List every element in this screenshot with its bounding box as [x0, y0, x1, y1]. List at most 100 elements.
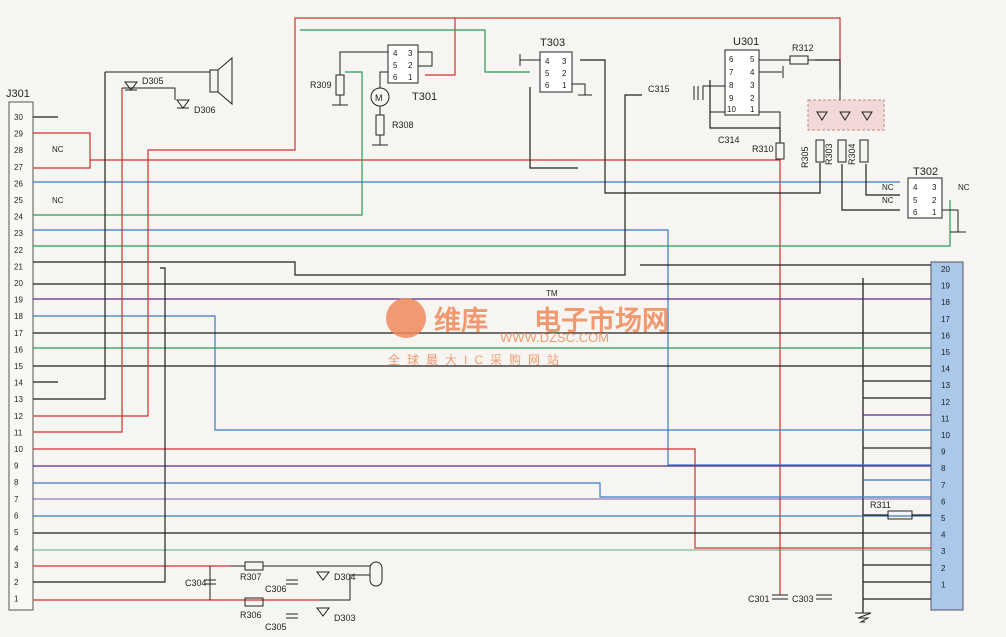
j301-pin-label: 22: [14, 246, 23, 255]
j301-pin-label: 28: [14, 146, 23, 155]
svg-text:6: 6: [913, 208, 918, 217]
svg-text:5: 5: [393, 61, 398, 70]
svg-text:1: 1: [932, 208, 937, 217]
j301-pin-label: 13: [14, 395, 23, 404]
label-d304: D304: [334, 572, 356, 582]
signal-wires: [33, 17, 951, 601]
label-c301: C301: [748, 594, 770, 604]
led-array: R305 R303 R304: [800, 90, 885, 168]
label-t303: T303: [540, 37, 565, 49]
svg-text:2: 2: [932, 196, 937, 205]
label-r309: R309: [310, 80, 332, 90]
svg-text:NC: NC: [882, 183, 894, 192]
right-pin-label: 9: [941, 448, 946, 457]
svg-text:5: 5: [545, 69, 550, 78]
right-pin-label: 2: [941, 564, 946, 573]
svg-text:4: 4: [750, 68, 755, 77]
svg-text:6: 6: [393, 73, 398, 82]
right-pin-label: 10: [941, 431, 950, 440]
j301-pin-label: 27: [14, 163, 23, 172]
j301-pin-label: 26: [14, 179, 23, 188]
j301-pin-label: 24: [14, 213, 23, 222]
j301-pin-label: 25: [14, 196, 23, 205]
j301-pin-label: 20: [14, 279, 23, 288]
right-pin-label: 17: [941, 315, 950, 324]
right-pin-label: 19: [941, 282, 950, 291]
svg-text:7: 7: [729, 68, 734, 77]
j301-pin-label: 16: [14, 345, 23, 354]
label-r311: R311: [870, 500, 891, 510]
label-r304: R304: [847, 143, 857, 165]
label-t302: T302: [913, 166, 938, 178]
svg-text:5: 5: [913, 196, 918, 205]
svg-text:3: 3: [408, 49, 413, 58]
svg-text:4: 4: [913, 183, 918, 192]
right-pin-label: 7: [941, 481, 946, 490]
label-c304: C304: [185, 578, 207, 588]
j301-pin-label: 2: [14, 578, 19, 587]
svg-text:5: 5: [750, 55, 755, 64]
speaker-icon: [209, 69, 219, 93]
diode-d305-icon: [124, 81, 138, 91]
svg-text:2: 2: [408, 61, 413, 70]
label-c314: C314: [718, 135, 740, 145]
svg-text:8: 8: [729, 81, 734, 90]
j301-pin-label: 14: [14, 379, 23, 388]
bottom-right-parts: C301 C303 R311: [748, 500, 913, 623]
watermark-url: WWW.DZSC.COM: [500, 330, 609, 345]
label-c315: C315: [648, 84, 670, 94]
svg-text:3: 3: [562, 57, 567, 66]
svg-text:6: 6: [545, 81, 550, 90]
label-d303: D303: [334, 613, 356, 623]
connector-right-body: [930, 261, 964, 611]
label-d305: D305: [142, 76, 164, 86]
diode-d306-icon: [176, 99, 190, 109]
j301-pin-label: 17: [14, 329, 23, 338]
svg-text:NC: NC: [882, 196, 894, 205]
connector-j301-body: [8, 101, 34, 611]
led-3-icon: [861, 111, 873, 121]
j301-pin-label: 8: [14, 478, 19, 487]
j301-pin-label: 23: [14, 229, 23, 238]
led-1-icon: [816, 111, 828, 121]
svg-text:1: 1: [750, 105, 755, 114]
ic-t302: T302 4 3 5 2 6 1 NC NC NC: [882, 166, 970, 233]
j301-pin-label: 5: [14, 528, 19, 537]
ic-t301: 4 3 5 2 6 1 T301 R309 M R308: [310, 44, 437, 146]
resistor-r311-icon: [887, 510, 913, 520]
rc-network: R307 R306 C304 C306 C305 D304 D303: [185, 561, 383, 632]
nc-label-pin25: NC: [52, 196, 64, 205]
svg-text:4: 4: [393, 49, 398, 58]
label-r310: R310: [752, 144, 774, 154]
watermark: 维库 TM 电子市场网 WWW.DZSC.COM 全球最大IC采购网站: [386, 289, 669, 367]
svg-text:1: 1: [408, 73, 413, 82]
j301-pin-label: 30: [14, 113, 23, 122]
svg-text:1: 1: [562, 81, 567, 90]
resistor-r303-icon: [837, 139, 847, 163]
right-pin-label: 13: [941, 381, 950, 390]
label-u301: U301: [733, 36, 759, 48]
ic-u301: U301 6 5 7 4 8 3 9 2 10 1 R312 C315 C314…: [648, 36, 815, 160]
microphone-icon: [369, 561, 383, 587]
svg-text:6: 6: [729, 55, 734, 64]
svg-text:2: 2: [750, 94, 755, 103]
right-pin-label: 6: [941, 497, 946, 506]
right-pin-label: 18: [941, 298, 950, 307]
j301-pin-label: 21: [14, 262, 23, 271]
j301-pin-label: 11: [14, 428, 23, 437]
watermark-title: 电子市场网: [534, 305, 669, 336]
ground-icon: [855, 612, 872, 623]
label-t301: T301: [412, 91, 437, 103]
right-pin-label: 12: [941, 398, 950, 407]
svg-text:10: 10: [727, 105, 736, 114]
speaker-group: D305 D306: [105, 56, 233, 115]
label-r308: R308: [392, 120, 414, 130]
ic-t303: 4 3 5 2 6 1 T303: [519, 37, 592, 96]
right-pin-label: 1: [941, 580, 946, 589]
resistor-r305-icon: [815, 139, 825, 163]
resistor-r310-icon: [775, 142, 785, 160]
resistor-r312-icon: [789, 55, 809, 65]
svg-text:4: 4: [545, 57, 550, 66]
